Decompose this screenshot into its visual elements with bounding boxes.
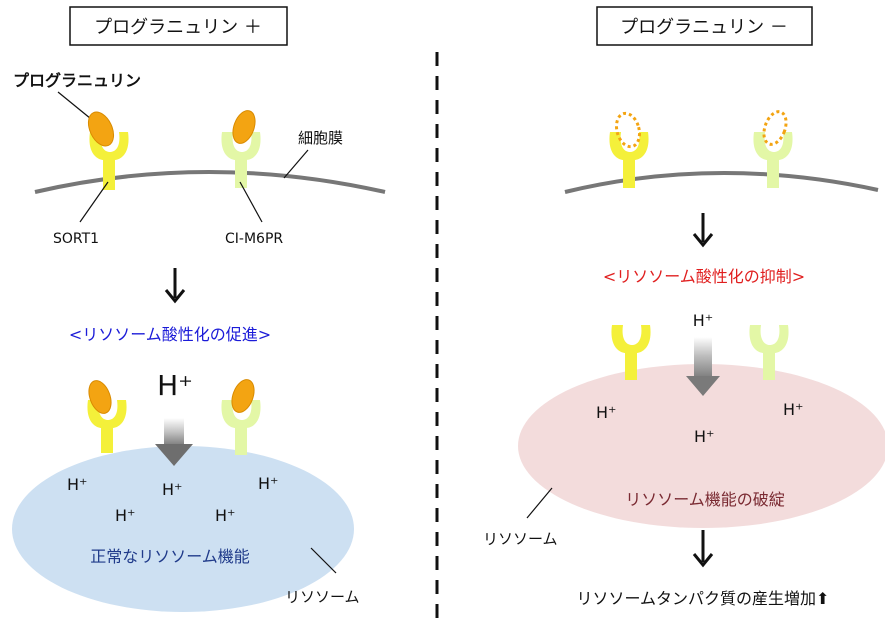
lysosome-broken-function: リソソーム機能の破綻: [625, 490, 785, 509]
effect-promote: <リソソーム酸性化の促進>: [69, 325, 271, 344]
left-header: プログラニュリン ＋: [94, 17, 262, 38]
membrane-label: 細胞膜: [298, 129, 343, 147]
proton-5: H⁺: [215, 506, 235, 525]
cell-membrane: [34, 170, 386, 194]
sort1-receptor-lysosome-right: [611, 325, 651, 380]
effect-inhibit: <リソソーム酸性化の抑制>: [603, 267, 805, 286]
proton-right-3: H⁺: [694, 427, 714, 446]
cim6pr-receptor-lysosome: [221, 379, 261, 455]
down-arrow-right-bottom: [692, 530, 714, 568]
right-header: プログラニュリン －: [620, 17, 788, 38]
cim6pr-receptor-top-right: [753, 110, 793, 188]
lysosome-pointer-left: [310, 547, 337, 574]
proton-3: H⁺: [258, 474, 278, 493]
cim6pr-receptor-top: [221, 110, 261, 188]
lysosome-label-left: リソソーム: [285, 588, 360, 606]
sort1-label: SORT1: [53, 231, 99, 247]
proton-top-right: H⁺: [693, 311, 713, 330]
lysosome-normal: [12, 446, 354, 612]
down-arrow-left: [164, 268, 186, 304]
proton-influx-arrow-left: [155, 418, 193, 466]
sort1-receptor-lysosome: [87, 380, 127, 453]
sort1-receptor-top-right: [609, 111, 649, 188]
proton-large: H⁺: [157, 369, 193, 402]
right-header-box: [596, 6, 813, 46]
sort1-receptor-top: [87, 111, 129, 190]
sort1-pointer: [79, 181, 109, 223]
proton-4: H⁺: [115, 506, 135, 525]
down-arrow-right: [692, 213, 714, 248]
proton-1: H⁺: [67, 475, 87, 494]
lysosome-pointer-right: [526, 487, 553, 519]
cim6pr-receptor-lysosome-right: [749, 325, 789, 380]
lysosome-broken: [518, 364, 885, 528]
cim6pr-pointer: [239, 181, 263, 223]
result-text: リソソームタンパク質の産生増加⬆: [577, 589, 830, 608]
cell-membrane-right: [564, 171, 879, 194]
cim6pr-label: CI-M6PR: [225, 231, 283, 247]
proton-right-1: H⁺: [596, 403, 616, 422]
proton-right-2: H⁺: [783, 400, 803, 419]
left-header-box: [69, 6, 288, 46]
lysosome-label-right: リソソーム: [483, 530, 558, 548]
membrane-pointer: [283, 149, 309, 179]
progranulin-label: プログラニュリン: [13, 71, 141, 90]
proton-influx-arrow-right: [686, 337, 720, 396]
lysosome-normal-function: 正常なリソソーム機能: [90, 547, 250, 566]
proton-2: H⁺: [162, 480, 182, 499]
